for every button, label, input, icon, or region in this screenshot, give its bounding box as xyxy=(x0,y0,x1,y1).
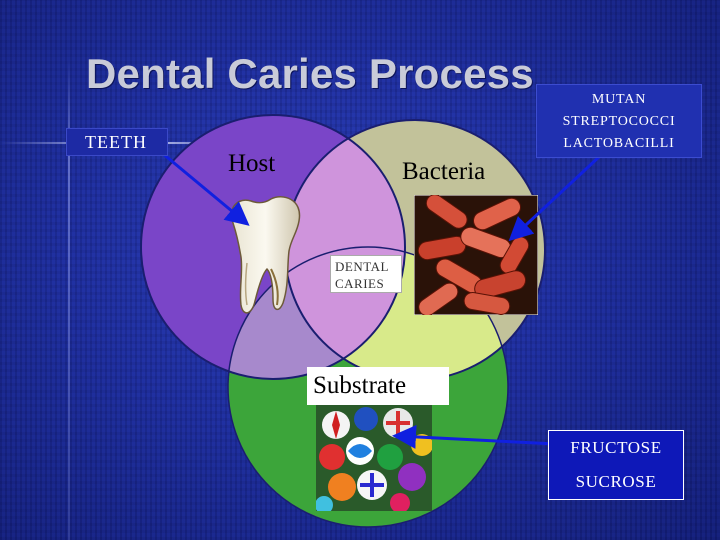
host-label: Host xyxy=(228,150,276,177)
dental-caries-label: DENTAL CARIES xyxy=(330,255,402,293)
sugar-arrow xyxy=(392,424,557,449)
host-substrate-overlap xyxy=(228,247,405,379)
sugars-box: FRUCTOSE SUCROSE xyxy=(548,430,684,500)
bacteria-type: MUTAN xyxy=(591,92,647,107)
teeth-arrow xyxy=(149,141,250,226)
teeth-label: TEETH xyxy=(66,128,168,156)
bacteria-arrow xyxy=(508,154,602,242)
candy-image xyxy=(316,405,432,511)
bacteria-label: Bacteria xyxy=(402,158,486,185)
decorative-vertical-line xyxy=(68,60,70,540)
host-bacteria-overlap xyxy=(285,120,405,379)
slide-title: Dental Caries Process xyxy=(86,50,534,97)
sugar-item: FRUCTOSE xyxy=(570,438,662,457)
caries-line: CARIES xyxy=(335,276,385,291)
caries-line: DENTAL xyxy=(335,259,389,274)
sugar-item: SUCROSE xyxy=(575,472,657,491)
bacteria-types-box: MUTAN STREPTOCOCCI LACTOBACILLI xyxy=(536,84,702,158)
bacteria-type: STREPTOCOCCI xyxy=(562,114,676,129)
bacteria-type: LACTOBACILLI xyxy=(563,136,675,151)
substrate-label: Substrate xyxy=(307,367,449,405)
bacteria-image xyxy=(414,195,538,315)
